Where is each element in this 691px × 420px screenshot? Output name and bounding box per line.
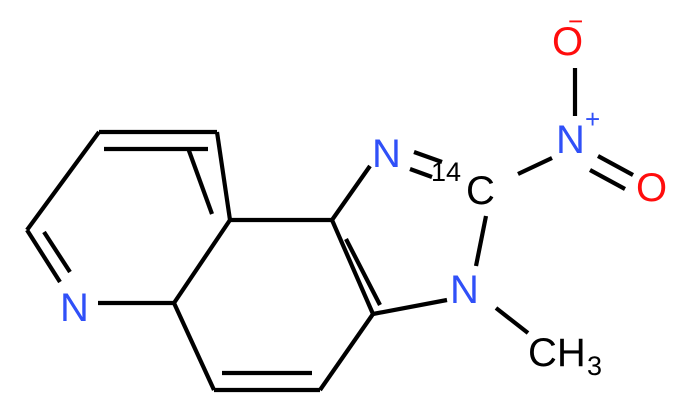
- bond-c7-c8: [318, 312, 375, 392]
- bond-c6-c7-inner: [344, 238, 382, 306]
- bond-c5-c1-inner: [186, 147, 214, 215]
- bond-c14-n-methyl: [473, 215, 489, 267]
- bond-c2-c3: [25, 130, 101, 232]
- bond-c9-c4: [172, 302, 216, 391]
- nitro-top-oxygen-label: O: [552, 20, 583, 64]
- imidazole-top-nitrogen-label: N: [372, 132, 401, 176]
- bond-c6-n-top: [330, 164, 372, 222]
- bond-c5-c1: [214, 131, 233, 221]
- bond-nitro-n-o-right-inner: [588, 168, 627, 191]
- bond-n-top-c14-inner: [409, 167, 433, 179]
- bond-c3-n: [25, 228, 62, 284]
- bond-n-methyl-ch3: [494, 306, 530, 335]
- pyridine-nitrogen-label: N: [60, 286, 89, 330]
- nitro-top-oxygen-charge: −: [568, 6, 583, 36]
- bond-n-top-c14: [413, 150, 443, 164]
- bond-n-methyl-c7: [372, 297, 448, 317]
- carbon-isotope-label: 14: [431, 157, 461, 187]
- bond-c6-c7: [330, 219, 375, 315]
- methyl-carbon-label: CH: [528, 331, 586, 375]
- methyl-subscript: 3: [587, 351, 602, 381]
- bond-c4-c5: [172, 218, 232, 305]
- nitro-right-oxygen-label: O: [636, 166, 667, 210]
- bond-c3-n-inner: [42, 230, 72, 274]
- carbon-14-label: C: [466, 169, 495, 213]
- bond-c14-nitro-n: [517, 156, 553, 176]
- bond-nitro-n-o-right: [596, 154, 635, 177]
- imidazole-methyl-nitrogen-label: N: [450, 268, 479, 312]
- nitro-nitrogen-label: N: [556, 118, 585, 162]
- nitro-nitrogen-charge: +: [585, 104, 600, 134]
